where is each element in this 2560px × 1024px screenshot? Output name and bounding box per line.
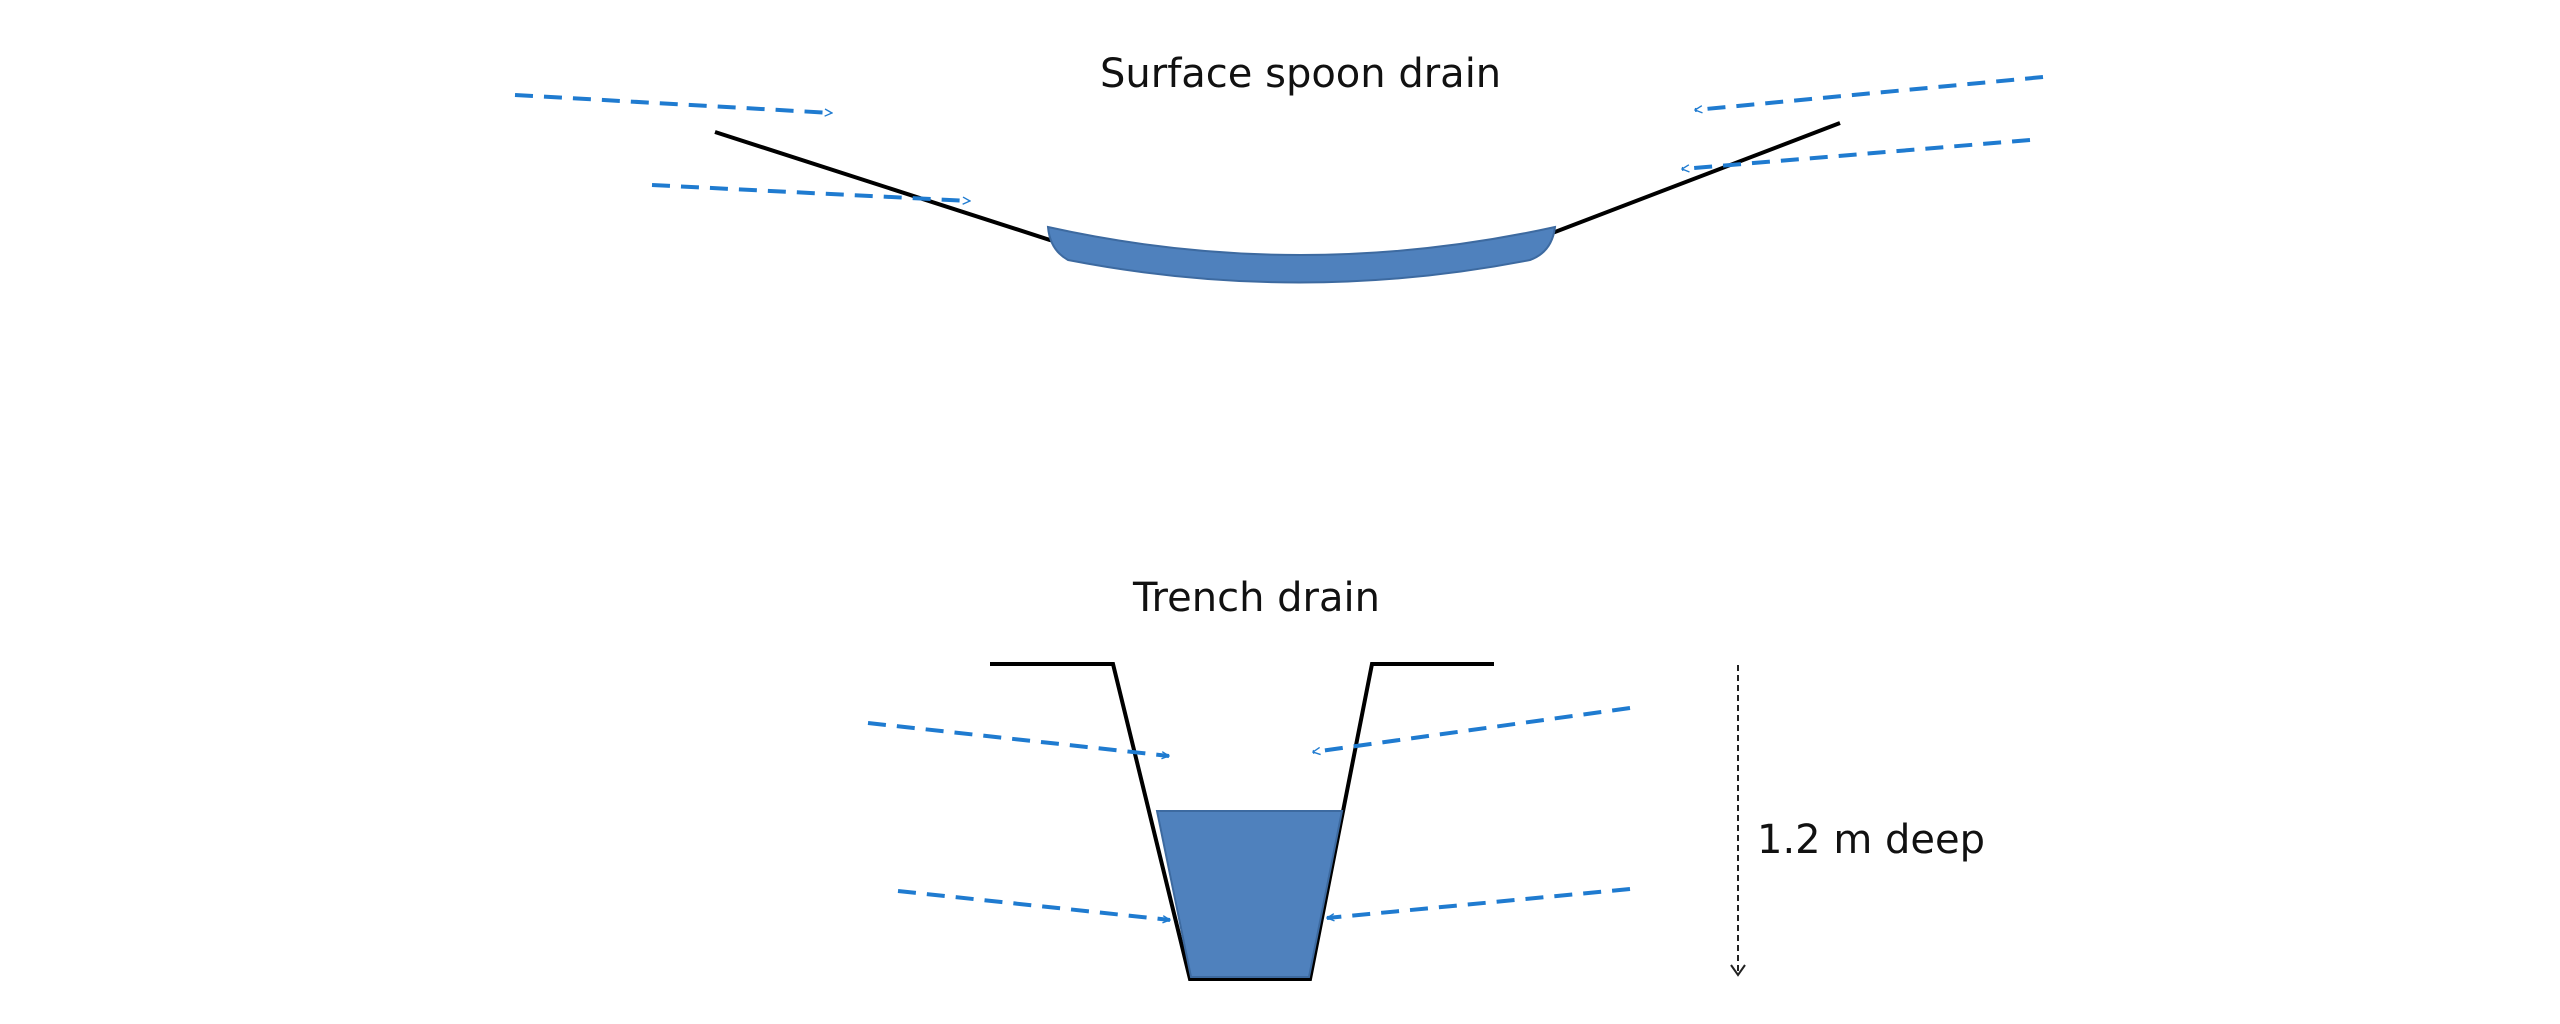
flow-arrow [514,93,832,113]
trench-drain-title: Trench drain [1133,575,1380,621]
trench-profile [990,662,1494,981]
spoon-drain-water [1046,225,1557,284]
spoon-drain-title: Surface spoon drain [1100,51,1502,97]
trench-drain-water [1155,810,1344,978]
flow-arrow [1682,138,2031,169]
flow-arrow [651,183,970,201]
flow-arrow [1695,75,2044,110]
flow-arrow [1327,887,1631,918]
flow-arrow [1313,706,1631,752]
flow-arrow [897,889,1170,920]
spoon-drain-diagram [514,75,2044,284]
trench-depth-label: 1.2 m deep [1757,817,1986,863]
spoon-ground-profile [714,121,1841,266]
trench-drain-diagram [867,662,1746,981]
flow-arrow [867,721,1169,756]
